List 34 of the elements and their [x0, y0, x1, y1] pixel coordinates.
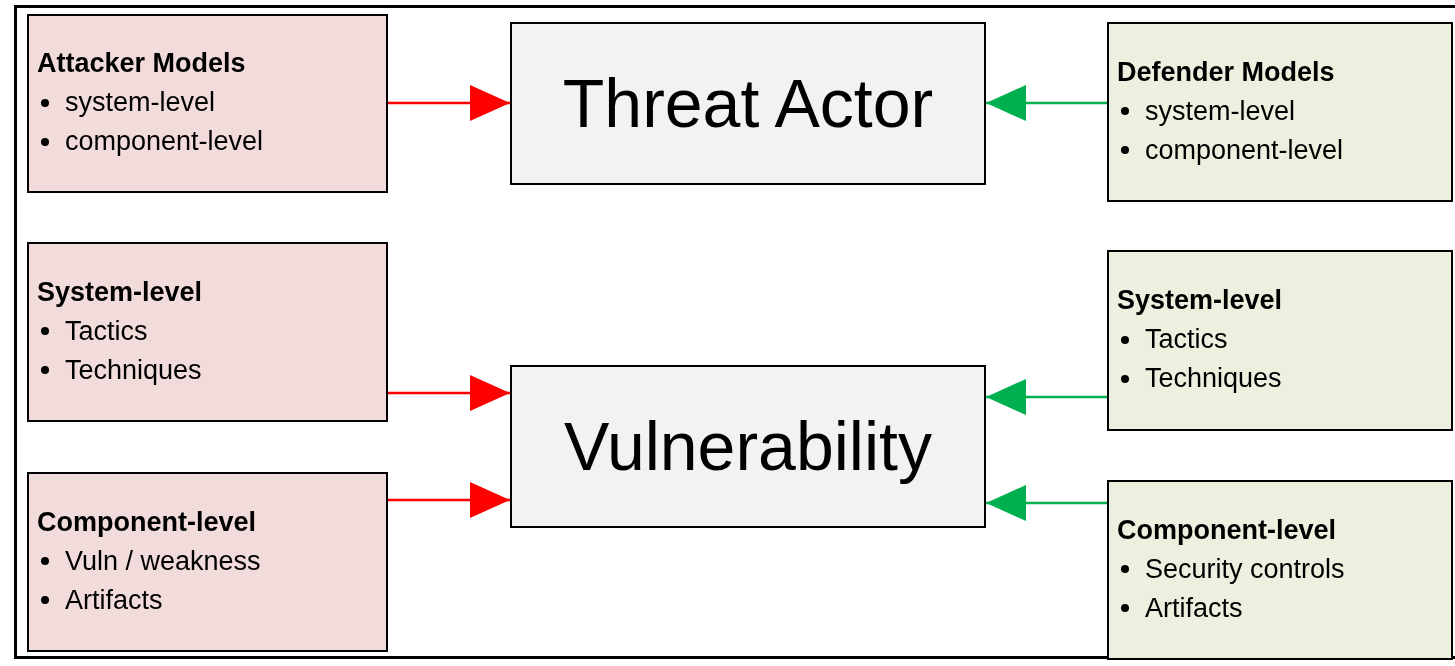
- list-item-text: system-level: [1145, 94, 1296, 128]
- list-item-text: Tactics: [65, 314, 148, 348]
- list-item-text: Tactics: [1145, 323, 1228, 357]
- list-item-text: Vuln / weakness: [65, 544, 261, 578]
- model-box: [1107, 22, 1453, 202]
- concept-box: [510, 365, 986, 528]
- arrow: [986, 379, 1107, 415]
- list-item-text: component-level: [65, 125, 264, 159]
- list-item-text: Artifacts: [65, 583, 163, 617]
- list-item-text: system-level: [65, 86, 216, 120]
- model-box: [27, 242, 388, 422]
- box-heading: Component-level: [1117, 513, 1337, 547]
- box-heading: System-level: [37, 275, 203, 309]
- box-heading: Attacker Models: [37, 47, 246, 81]
- model-box: [27, 472, 388, 652]
- box-heading: Defender Models: [1117, 55, 1335, 89]
- list-item-text: component-level: [1145, 133, 1344, 167]
- model-box: [1107, 480, 1453, 660]
- model-box: [1107, 250, 1453, 431]
- list-item-text: Artifacts: [1145, 591, 1243, 625]
- arrow: [388, 375, 510, 411]
- box-heading: System-level: [1117, 284, 1283, 318]
- list-item-text: Techniques: [1145, 362, 1282, 396]
- list-item-text: Security controls: [1145, 552, 1345, 586]
- concept-box: [510, 22, 986, 185]
- box-title: Vulnerability: [564, 409, 932, 484]
- box-title: Threat Actor: [562, 66, 934, 141]
- arrow: [986, 485, 1107, 521]
- box-heading: Component-level: [37, 505, 257, 539]
- model-box: [27, 14, 388, 193]
- arrow: [388, 482, 510, 518]
- list-item-text: Techniques: [65, 353, 202, 387]
- arrow: [986, 85, 1107, 121]
- arrow: [388, 85, 510, 121]
